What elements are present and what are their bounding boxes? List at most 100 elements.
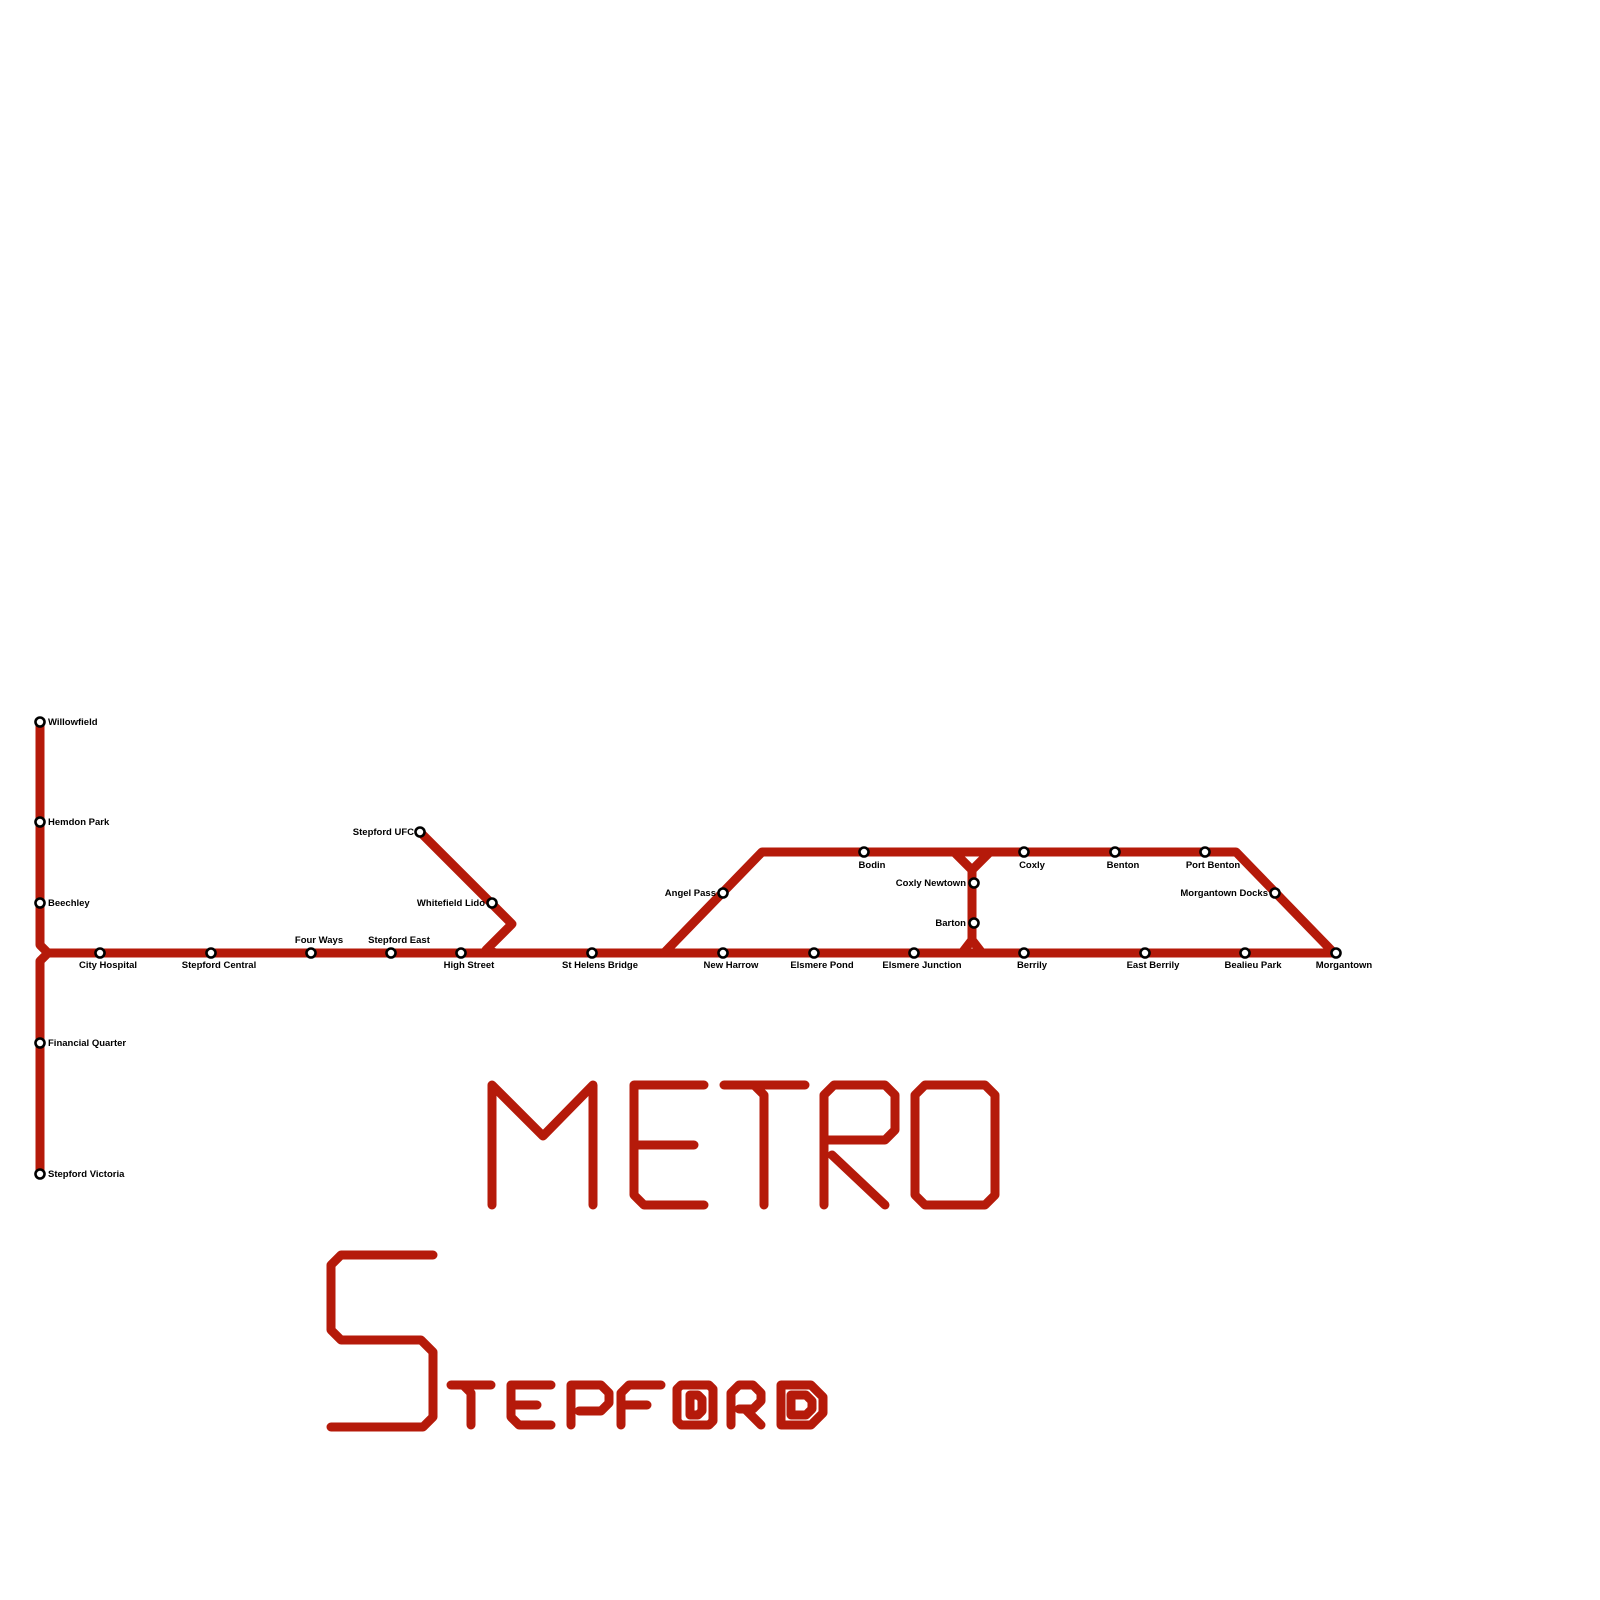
logo-letter-e (629, 1080, 709, 1210)
station-morgantown[interactable]: Morgantown (1316, 947, 1373, 972)
station-morgantown-docks[interactable]: Morgantown Docks (1180, 887, 1281, 899)
logo-letter-r (819, 1080, 900, 1210)
route-lines (35, 717, 1339, 1179)
route-upper-loop (659, 847, 1339, 958)
logo-letter-f (616, 1380, 666, 1430)
logo-metro (487, 1080, 1000, 1210)
station-new-harrow[interactable]: New Harrow (704, 947, 760, 972)
station-marker[interactable] (1239, 947, 1251, 959)
station-marker[interactable] (455, 947, 467, 959)
logo-letter-p (566, 1380, 614, 1430)
station-bealieu-park[interactable]: Bealieu Park (1224, 947, 1282, 972)
station-marker[interactable] (858, 846, 870, 858)
station-marker[interactable] (94, 947, 106, 959)
station-label: Hemdon Park (48, 817, 110, 828)
station-label: Bodin (859, 860, 886, 871)
station-elsmere-pond[interactable]: Elsmere Pond (790, 947, 854, 972)
station-marker[interactable] (34, 897, 46, 909)
station-marker[interactable] (1018, 947, 1030, 959)
station-label: Elsmere Pond (790, 960, 854, 971)
station-angel-pass[interactable]: Angel Pass (665, 887, 729, 899)
station-marker[interactable] (968, 877, 980, 889)
station-port-benton[interactable]: Port Benton (1186, 846, 1241, 872)
station-marker[interactable] (1269, 887, 1281, 899)
station-marker[interactable] (1109, 846, 1121, 858)
logo-letter-m (487, 1080, 598, 1210)
station-east-berrily[interactable]: East Berrily (1127, 947, 1181, 972)
station-elsmere-junction[interactable]: Elsmere Junction (882, 947, 962, 972)
station-label: Coxly Newtown (896, 878, 966, 889)
station-label: Stepford Central (182, 960, 256, 971)
station-marker[interactable] (717, 947, 729, 959)
station-hemdon-park[interactable]: Hemdon Park (34, 816, 110, 828)
station-marker[interactable] (305, 947, 317, 959)
station-label: Coxly (1019, 860, 1046, 871)
station-marker[interactable] (1018, 846, 1030, 858)
station-label: Financial Quarter (48, 1038, 126, 1049)
station-label: Morgantown Docks (1180, 888, 1268, 899)
station-marker[interactable] (1199, 846, 1211, 858)
station-label: Morgantown (1316, 960, 1373, 971)
station-stepford-east[interactable]: Stepford East (368, 935, 431, 959)
station-berrily[interactable]: Berrily (1017, 947, 1048, 972)
station-beechley[interactable]: Beechley (34, 897, 91, 909)
station-label: Stepford East (368, 935, 431, 946)
station-label: St Helens Bridge (562, 960, 638, 971)
station-marker[interactable] (414, 826, 426, 838)
station-marker[interactable] (717, 887, 729, 899)
station-label: High Street (444, 960, 496, 971)
station-benton[interactable]: Benton (1107, 846, 1140, 872)
station-marker[interactable] (385, 947, 397, 959)
station-marker[interactable] (34, 1037, 46, 1049)
station-marker[interactable] (1330, 947, 1342, 959)
station-label: Bealieu Park (1224, 960, 1282, 971)
station-marker[interactable] (205, 947, 217, 959)
station-label: Barton (935, 918, 966, 929)
station-label: Four Ways (295, 935, 343, 946)
route-coxly-connector (949, 847, 995, 958)
station-st-helens-bridge[interactable]: St Helens Bridge (562, 947, 638, 972)
station-label: New Harrow (704, 960, 760, 971)
station-stepford-victoria[interactable]: Stepford Victoria (34, 1168, 126, 1180)
route-stepford-ufc-branch (415, 827, 517, 958)
logo-letter-r-small (726, 1380, 766, 1430)
station-stepford-central[interactable]: Stepford Central (182, 947, 256, 972)
station-marker[interactable] (908, 947, 920, 959)
station-bodin[interactable]: Bodin (858, 846, 886, 872)
station-label: Whitefield Lido (417, 898, 485, 909)
station-label: City Hospital (79, 960, 137, 971)
station-marker[interactable] (808, 947, 820, 959)
station-barton[interactable]: Barton (935, 917, 980, 929)
station-whitefield-lido[interactable]: Whitefield Lido (417, 897, 498, 909)
logo-letter-t (719, 1080, 810, 1210)
station-marker[interactable] (34, 816, 46, 828)
station-marker[interactable] (968, 917, 980, 929)
station-label: Willowfield (48, 717, 98, 728)
logo-letter-o-small (672, 1380, 718, 1430)
logo-letter-d (776, 1380, 828, 1430)
station-marker[interactable] (34, 716, 46, 728)
station-label: Elsmere Junction (882, 960, 961, 971)
stations: Willowfield Hemdon Park Beechley Financi… (34, 716, 1373, 1180)
station-marker[interactable] (586, 947, 598, 959)
station-label: East Berrily (1127, 960, 1181, 971)
station-label: Port Benton (1186, 860, 1241, 871)
station-marker[interactable] (1139, 947, 1151, 959)
station-label: Benton (1107, 860, 1140, 871)
station-marker[interactable] (34, 1168, 46, 1180)
station-city-hospital[interactable]: City Hospital (79, 947, 137, 972)
station-high-street[interactable]: High Street (444, 947, 496, 972)
station-willowfield[interactable]: Willowfield (34, 716, 98, 728)
logo-letter-t-small (446, 1380, 496, 1430)
station-label: Angel Pass (665, 888, 716, 899)
station-coxly[interactable]: Coxly (1018, 846, 1046, 872)
station-coxly-newtown[interactable]: Coxly Newtown (896, 877, 980, 889)
station-four-ways[interactable]: Four Ways (295, 935, 343, 959)
logo-stepford (326, 1250, 828, 1432)
station-financial-quarter[interactable]: Financial Quarter (34, 1037, 127, 1049)
station-marker[interactable] (486, 897, 498, 909)
station-stepford-ufc[interactable]: Stepford UFC (353, 826, 426, 838)
logo-letter-e-small (506, 1380, 556, 1430)
